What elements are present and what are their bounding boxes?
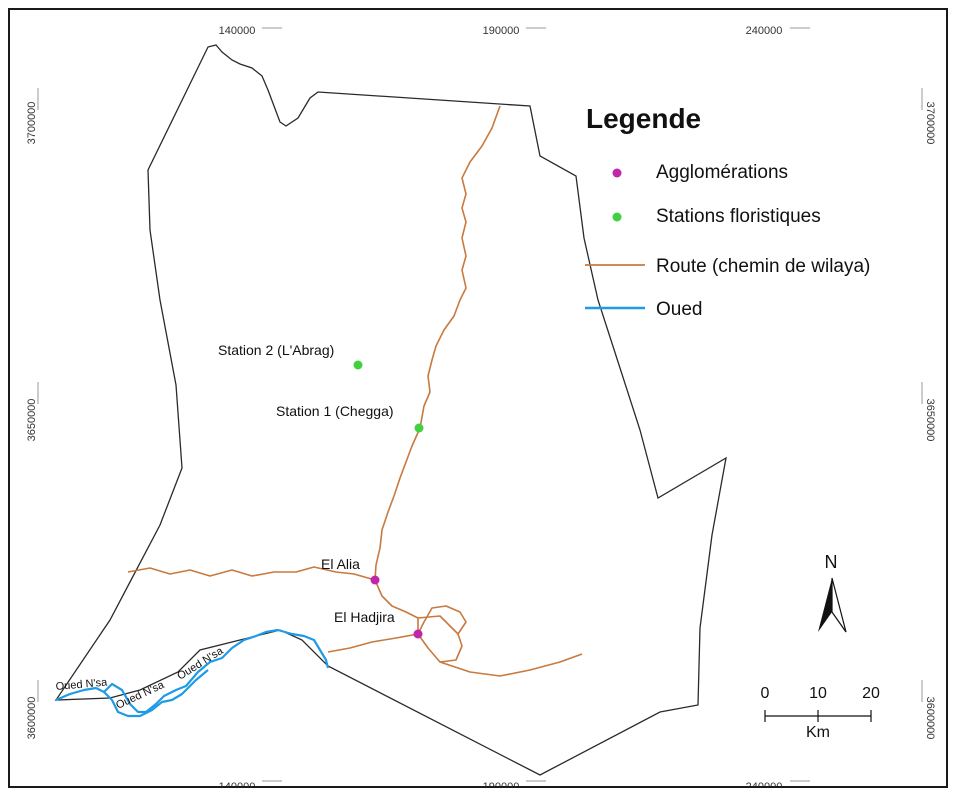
station-1-marker[interactable]: [414, 423, 424, 433]
grid-ticks: [37, 27, 923, 782]
north-arrow-right: [831, 577, 847, 633]
el-hadjira-marker[interactable]: [413, 629, 423, 639]
station-1-label: Station 1 (Chegga): [276, 403, 394, 419]
river-network: [55, 628, 330, 718]
legend-title: Legende: [586, 103, 701, 134]
river-branch: [103, 669, 209, 718]
y-tick-right-1: 3700000: [924, 102, 936, 145]
scale-tick-0: 0: [761, 685, 770, 702]
station-2-marker[interactable]: [353, 360, 363, 370]
station-2-label: Station 2 (L'Abrag): [218, 342, 334, 358]
x-tick-bottom-3: 240000: [746, 781, 783, 786]
map-canvas: 140000 190000 240000 140000 190000 24000…: [26, 25, 936, 786]
y-tick-left-2: 3650000: [26, 399, 38, 442]
x-tick-top-2: 190000: [483, 25, 520, 37]
scale-bar: 0 10 20 Km: [761, 685, 880, 741]
river-main: [55, 628, 330, 714]
y-tick-right-3: 3600000: [924, 697, 936, 740]
road-south-west: [327, 633, 419, 653]
river-label-1: Oued N'sa: [55, 676, 108, 693]
map-frame: 140000 190000 240000 140000 190000 24000…: [8, 8, 948, 788]
scale-tick-20: 20: [862, 685, 880, 702]
el-alia-marker[interactable]: [370, 575, 380, 585]
road-east: [439, 653, 583, 677]
north-arrow-left: [818, 578, 832, 632]
y-tick-left-1: 3700000: [26, 102, 38, 145]
road-link: [417, 615, 459, 635]
north-arrow: N: [818, 552, 847, 633]
legend-label-road: Route (chemin de wilaya): [656, 256, 870, 277]
el-alia-label: El Alia: [321, 556, 360, 572]
north-arrow-label: N: [825, 552, 838, 572]
road-north: [374, 105, 501, 581]
legend-symbol-stations: [612, 212, 622, 222]
x-tick-top-1: 140000: [219, 25, 256, 37]
study-area-boundary: [54, 44, 727, 776]
road-west: [127, 566, 376, 581]
road-south: [374, 579, 419, 634]
legend-label-agglomerations: Agglomérations: [656, 162, 788, 183]
legend: Legende Agglomérations Stations floristi…: [585, 103, 870, 320]
el-hadjira-label: El Hadjira: [334, 609, 395, 625]
road-network: [127, 105, 583, 677]
legend-symbol-agglomerations: [612, 168, 622, 178]
road-loop: [417, 605, 467, 663]
legend-label-oued: Oued: [656, 299, 702, 320]
scale-tick-10: 10: [809, 685, 827, 702]
y-tick-right-2: 3650000: [924, 399, 936, 442]
x-tick-bottom-2: 190000: [483, 781, 520, 786]
x-tick-top-3: 240000: [746, 25, 783, 37]
x-tick-bottom-1: 140000: [219, 781, 256, 786]
scale-unit: Km: [806, 724, 830, 741]
y-tick-left-3: 3600000: [26, 697, 38, 740]
legend-label-stations: Stations floristiques: [656, 206, 821, 227]
